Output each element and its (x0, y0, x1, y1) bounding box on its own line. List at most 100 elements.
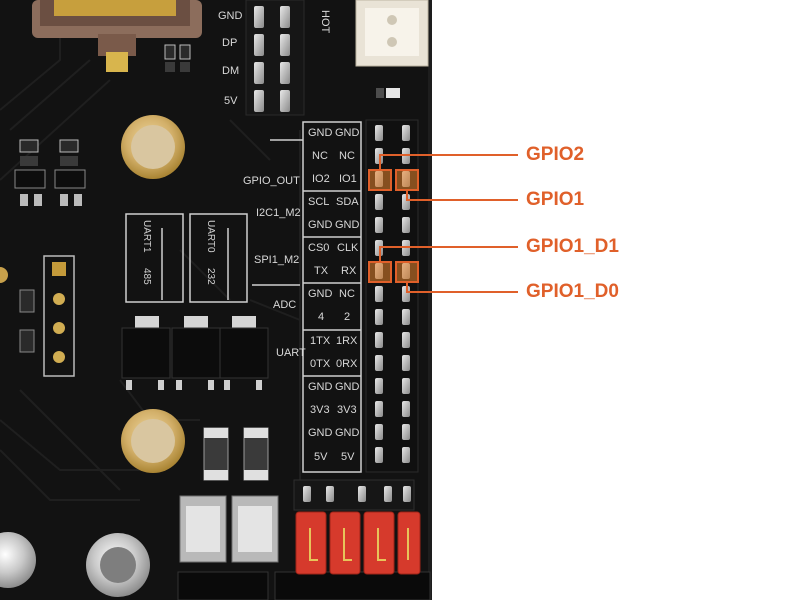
pin-label-left: GND (308, 427, 333, 439)
header-pin (402, 401, 410, 417)
header-pin (402, 217, 410, 233)
header-pin (375, 332, 383, 348)
hot-connector (355, 0, 429, 67)
header-pin (402, 125, 410, 141)
pin-label-right: NC (339, 288, 355, 300)
usb-label-dm: DM (222, 65, 239, 77)
adc-label: ADC (273, 299, 296, 311)
i2c-label: I2C1_M2 (256, 207, 301, 219)
callout-gpio2: GPIO2 (526, 144, 585, 165)
left-edge-parts (0, 267, 35, 353)
header-pin (375, 217, 383, 233)
pad-gpio2 (368, 169, 392, 191)
pin-label-right: CLK (337, 242, 359, 254)
pin-label-left: 0TX (310, 358, 331, 370)
header-pin (375, 447, 383, 463)
pin-label-left: IO2 (312, 173, 330, 185)
left-transistors (14, 139, 86, 206)
pcb-traces (0, 20, 301, 501)
smd-parts-top (164, 44, 191, 72)
header-pin (375, 194, 383, 210)
gpio-out-label: GPIO_OUT (243, 175, 300, 187)
header-pin (402, 424, 410, 440)
header-pin (375, 401, 383, 417)
header-pin (375, 424, 383, 440)
header-pin (375, 378, 383, 394)
header-pin (375, 355, 383, 371)
pin-label-left: 3V3 (310, 404, 330, 416)
pin-label-right: 1RX (336, 335, 358, 347)
header-pin (375, 125, 383, 141)
usb-label-gnd: GND (218, 10, 243, 22)
left-pin-connector (43, 255, 75, 377)
pad-gpio1-d1 (368, 261, 392, 283)
pin-label-right: RX (341, 265, 357, 277)
uart1-label: UART1 (141, 220, 152, 253)
uart0-label: UART0 (205, 220, 216, 253)
callout-line-gpio1-d1 (379, 246, 518, 262)
callout-line-gpio1 (406, 190, 518, 201)
pin-label-right: 0RX (336, 358, 358, 370)
pin-label-left: NC (312, 150, 328, 162)
uart1-sub-label: 485 (141, 268, 152, 285)
uart-boxes (125, 213, 248, 303)
mounting-hole-gold-top (121, 115, 185, 179)
bottom-connectors (177, 571, 431, 600)
pin-label-right: 2 (344, 311, 350, 323)
usb-label-dp: DP (222, 37, 237, 49)
callout-gpio1-d1: GPIO1_D1 (526, 236, 619, 257)
pin-label-left: 5V (314, 451, 328, 463)
pin-label-right: GND (335, 381, 360, 393)
spi-label: SPI1_M2 (254, 254, 299, 266)
led-indicator (376, 88, 400, 98)
callout-gpio1-d0: GPIO1_D0 (526, 281, 619, 302)
usb-header (245, 0, 305, 116)
pin-label-left: SCL (308, 196, 329, 208)
mounting-hole-gold-bottom (121, 409, 185, 473)
pin-label-left: 1TX (310, 335, 331, 347)
pin-label-right: GND (335, 427, 360, 439)
header-pin (402, 378, 410, 394)
mosfets (121, 316, 269, 390)
label-frame (252, 121, 362, 473)
pin-label-right: 3V3 (337, 404, 357, 416)
jumper-block (293, 479, 421, 575)
usb-label-5v: 5V (224, 95, 238, 107)
header-pin (402, 355, 410, 371)
pin-label-right: GND (335, 127, 360, 139)
uart0-sub-label: 232 (205, 268, 216, 285)
silver-holes (0, 532, 150, 597)
pin-label-left: TX (314, 265, 329, 277)
pin-label-right: GND (335, 219, 360, 231)
fuses (203, 427, 269, 481)
callout-line-gpio1-d0 (406, 282, 518, 293)
header-pin (402, 309, 410, 325)
hot-label: HOT (319, 10, 331, 34)
pin-label-right: 5V (341, 451, 355, 463)
pin-label-right: NC (339, 150, 355, 162)
pin-label-right: SDA (336, 196, 359, 208)
top-connector (32, 0, 202, 72)
pin-label-left: GND (308, 381, 333, 393)
header-pin (402, 332, 410, 348)
inductors (179, 495, 279, 563)
pad-gpio1-d0 (395, 261, 419, 283)
highlight-pads (368, 169, 419, 283)
pin-label-left: GND (308, 288, 333, 300)
callout-lines (379, 154, 518, 293)
header-labels-right: GND NC IO1 SDA GND CLK RX NC 2 1RX 0RX G… (335, 127, 360, 463)
header-pin (402, 447, 410, 463)
uart-label: UART (276, 347, 306, 359)
pin-label-right: IO1 (339, 173, 357, 185)
pad-gpio1 (395, 169, 419, 191)
pin-label-left: CS0 (308, 242, 329, 254)
header-pin (375, 286, 383, 302)
pin-label-left: 4 (318, 311, 324, 323)
callout-gpio1: GPIO1 (526, 189, 585, 210)
header-labels-left: GND NC IO2 SCL GND CS0 TX GND 4 1TX 0TX … (308, 127, 333, 463)
pin-label-left: GND (308, 219, 333, 231)
callout-line-gpio2 (379, 154, 518, 170)
pin-label-left: GND (308, 127, 333, 139)
